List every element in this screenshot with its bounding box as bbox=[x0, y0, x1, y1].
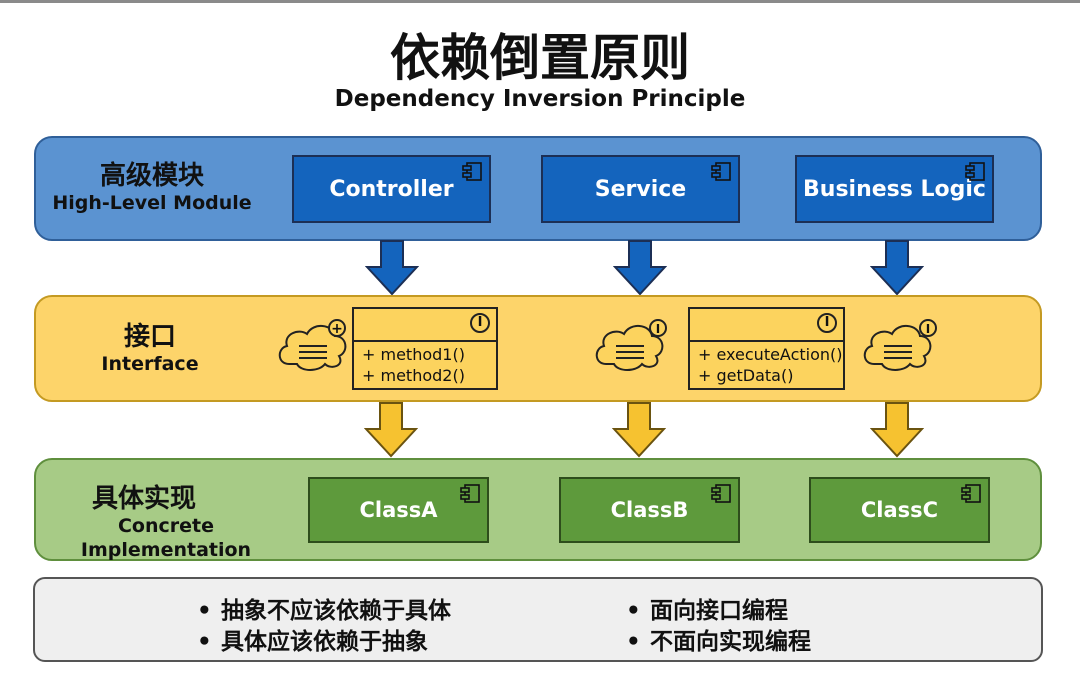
down-arrow-icon bbox=[613, 240, 667, 296]
principles-notes-panel bbox=[33, 577, 1043, 662]
note-item: • 抽象不应该依赖于具体 bbox=[197, 591, 451, 625]
interface-marker-icon: I bbox=[817, 313, 837, 333]
high-level-label-zh: 高级模块 bbox=[99, 161, 204, 191]
page-subtitle: Dependency Inversion Principle bbox=[334, 86, 746, 112]
plus-marker: + bbox=[331, 321, 343, 337]
cloud-icon: I bbox=[863, 319, 937, 371]
service-label: Service bbox=[594, 176, 687, 202]
interface-label: 接口 Interface bbox=[20, 322, 280, 376]
classa-box[interactable]: ClassA bbox=[308, 477, 489, 543]
component-icon bbox=[460, 484, 480, 503]
note-text: 不面向实现编程 bbox=[650, 629, 811, 655]
note-item: • 面向接口编程 bbox=[626, 591, 788, 625]
note-item: • 具体应该依赖于抽象 bbox=[197, 622, 428, 656]
bullet: • bbox=[626, 629, 641, 655]
classb-label: ClassB bbox=[610, 498, 689, 522]
interface-box-a-header: I bbox=[354, 309, 496, 342]
implementation-label-en: Concrete Implementation bbox=[80, 515, 252, 561]
page-title: 依赖倒置原则 bbox=[390, 29, 690, 87]
bullet: • bbox=[626, 598, 641, 624]
high-level-label-en: High-Level Module bbox=[52, 192, 252, 214]
high-level-label: 高级模块 High-Level Module bbox=[22, 161, 282, 215]
interface-box-b-header: I bbox=[690, 309, 843, 342]
business-logic-component[interactable]: Business Logic bbox=[795, 155, 994, 223]
interface-method: + method1() bbox=[362, 345, 465, 364]
down-arrow-icon bbox=[612, 402, 666, 458]
component-icon bbox=[462, 162, 482, 181]
component-icon bbox=[961, 484, 981, 503]
note-text: 抽象不应该依赖于具体 bbox=[221, 598, 451, 624]
note-text: 面向接口编程 bbox=[650, 598, 788, 624]
note-item: • 不面向实现编程 bbox=[626, 622, 811, 656]
service-component[interactable]: Service bbox=[541, 155, 740, 223]
interface-marker-icon: I bbox=[656, 322, 660, 336]
cloud-icon: I bbox=[595, 319, 667, 371]
interface-label-en: Interface bbox=[101, 353, 199, 375]
classc-label: ClassC bbox=[860, 498, 939, 522]
controller-component[interactable]: Controller bbox=[292, 155, 491, 223]
implementation-label: 具体实现 Concrete Implementation bbox=[36, 484, 296, 562]
component-icon bbox=[711, 162, 731, 181]
interface-marker-icon: I bbox=[926, 322, 930, 336]
business-logic-label: Business Logic bbox=[803, 176, 986, 202]
component-icon bbox=[711, 484, 731, 503]
down-arrow-icon bbox=[365, 240, 419, 296]
note-text: 具体应该依赖于抽象 bbox=[221, 629, 428, 655]
classc-box[interactable]: ClassC bbox=[809, 477, 990, 543]
interface-label-zh: 接口 bbox=[123, 322, 176, 352]
down-arrow-icon bbox=[870, 240, 924, 296]
down-arrow-icon bbox=[870, 402, 924, 458]
classb-box[interactable]: ClassB bbox=[559, 477, 740, 543]
interface-method: + getData() bbox=[698, 366, 794, 385]
interface-method: + method2() bbox=[362, 366, 465, 385]
controller-label: Controller bbox=[329, 176, 454, 202]
bullet: • bbox=[197, 629, 212, 655]
bullet: • bbox=[197, 598, 212, 624]
interface-method: + executeAction() bbox=[698, 345, 843, 364]
interface-marker-icon: I bbox=[470, 313, 490, 333]
top-divider bbox=[0, 0, 1080, 3]
classa-label: ClassA bbox=[359, 498, 438, 522]
cloud-icon: + bbox=[278, 319, 347, 371]
down-arrow-icon bbox=[364, 402, 418, 458]
component-icon bbox=[965, 162, 985, 181]
interface-box-b[interactable]: I + executeAction() + getData() bbox=[688, 307, 845, 390]
interface-box-a[interactable]: I + method1() + method2() bbox=[352, 307, 498, 390]
implementation-label-zh: 具体实现 bbox=[92, 484, 197, 514]
